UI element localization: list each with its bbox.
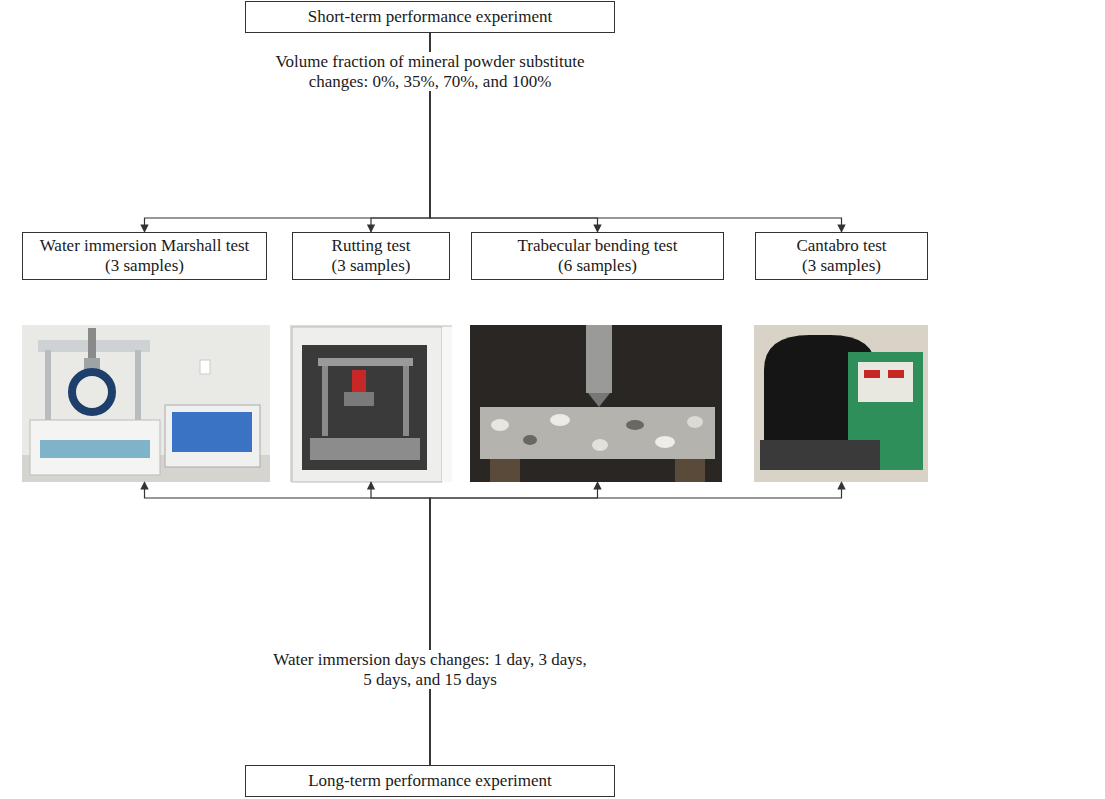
aggregate bbox=[626, 420, 644, 430]
screw bbox=[88, 328, 96, 358]
column bbox=[135, 350, 141, 422]
process-box: Rutting test (3 samples) bbox=[292, 232, 450, 280]
box-text: Trabecular bending test (6 samples) bbox=[512, 236, 683, 275]
photo-ground bbox=[470, 325, 722, 482]
box-text: Short-term performance experiment bbox=[254, 7, 606, 27]
cabinet-door bbox=[442, 327, 452, 482]
connector-arrow bbox=[145, 482, 431, 765]
process-box: Cantabro test (3 samples) bbox=[755, 232, 928, 280]
test-ring bbox=[72, 372, 112, 412]
specimen-tray bbox=[310, 438, 420, 460]
controller bbox=[165, 405, 260, 467]
marshall-tester-photo bbox=[22, 325, 270, 482]
connector-arrow bbox=[371, 482, 430, 765]
connector-arrow bbox=[430, 482, 598, 765]
control-panel bbox=[858, 362, 913, 402]
aggregate bbox=[550, 414, 570, 426]
cabinet bbox=[292, 327, 442, 482]
box-text: Water immersion Marshall test (3 samples… bbox=[34, 236, 255, 275]
machine-base bbox=[30, 420, 160, 475]
cantabro-tester-photo bbox=[754, 325, 928, 482]
bending-test-photo bbox=[470, 325, 722, 482]
aggregate bbox=[523, 435, 537, 445]
aggregate bbox=[687, 416, 703, 428]
aggregate bbox=[491, 419, 509, 431]
base bbox=[760, 440, 880, 470]
display bbox=[864, 370, 880, 378]
box-text: Long-term performance experiment bbox=[254, 771, 606, 791]
controller-screen bbox=[172, 412, 252, 452]
rutting-tester-photo bbox=[290, 325, 452, 482]
condition-note: Water immersion days changes: 1 day, 3 d… bbox=[269, 650, 591, 689]
process-box: Water immersion Marshall test (3 samples… bbox=[22, 232, 267, 280]
beam-specimen bbox=[480, 407, 715, 459]
condition-note: Volume fraction of mineral powder substi… bbox=[259, 52, 601, 91]
connector-arrow bbox=[430, 482, 842, 765]
box-text: Rutting test (3 samples) bbox=[327, 236, 415, 275]
column bbox=[45, 350, 51, 422]
loading-head bbox=[586, 325, 612, 393]
cross-beam bbox=[318, 358, 413, 366]
process-box: Short-term performance experiment bbox=[245, 1, 615, 33]
loading-tip bbox=[588, 393, 610, 407]
box-text: Cantabro test (3 samples) bbox=[792, 236, 891, 275]
guide-rod bbox=[322, 366, 328, 436]
display bbox=[888, 370, 904, 378]
base-panel bbox=[40, 440, 150, 458]
wall-socket bbox=[200, 360, 210, 374]
photo-ground bbox=[754, 325, 928, 482]
cabinet-interior bbox=[302, 345, 427, 470]
photo-ground bbox=[22, 325, 270, 482]
process-box: Trabecular bending test (6 samples) bbox=[471, 232, 724, 280]
process-box: Long-term performance experiment bbox=[245, 765, 615, 797]
guide-rod bbox=[403, 366, 409, 436]
load-jack bbox=[352, 370, 366, 392]
test-wheel bbox=[344, 392, 374, 406]
aggregate bbox=[592, 439, 608, 451]
support bbox=[675, 459, 705, 482]
photo-ground bbox=[290, 325, 452, 482]
support bbox=[490, 459, 520, 482]
aggregate bbox=[655, 436, 675, 448]
